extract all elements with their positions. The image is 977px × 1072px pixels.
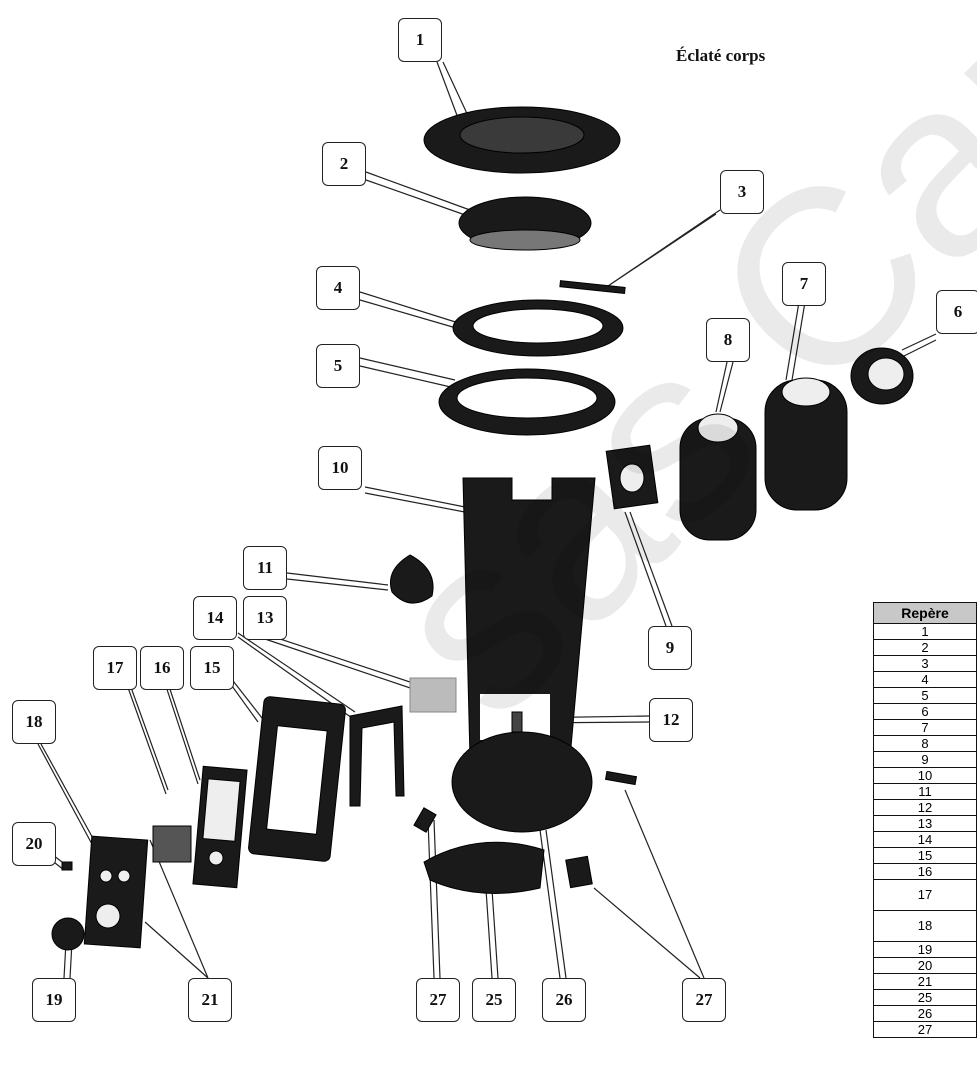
callout-8: 8 bbox=[706, 318, 750, 362]
table-row: 6 bbox=[873, 703, 977, 720]
table-row: 11 bbox=[873, 783, 977, 800]
callout-11: 11 bbox=[243, 546, 287, 590]
table-row: 18 bbox=[873, 910, 977, 942]
callout-25: 25 bbox=[472, 978, 516, 1022]
callout-4: 4 bbox=[316, 266, 360, 310]
table-row: 1 bbox=[873, 623, 977, 640]
callout-18: 18 bbox=[12, 700, 56, 744]
callout-13: 13 bbox=[243, 596, 287, 640]
callout-7: 7 bbox=[782, 262, 826, 306]
callout-21: 21 bbox=[188, 978, 232, 1022]
table-row: 15 bbox=[873, 847, 977, 864]
table-row: 9 bbox=[873, 751, 977, 768]
table-row: 2 bbox=[873, 639, 977, 656]
table-row: 5 bbox=[873, 687, 977, 704]
table-row: 20 bbox=[873, 957, 977, 974]
callout-1: 1 bbox=[398, 18, 442, 62]
callout-5: 5 bbox=[316, 344, 360, 388]
table-row: 19 bbox=[873, 941, 977, 958]
callout-15: 15 bbox=[190, 646, 234, 690]
callout-9: 9 bbox=[648, 626, 692, 670]
callout-2: 2 bbox=[322, 142, 366, 186]
table-row: 26 bbox=[873, 1005, 977, 1022]
parts bbox=[51, 106, 914, 951]
callout-10: 10 bbox=[318, 446, 362, 490]
table-row: 14 bbox=[873, 831, 977, 848]
table-row: 25 bbox=[873, 989, 977, 1006]
callout-17: 17 bbox=[93, 646, 137, 690]
table-row: 13 bbox=[873, 815, 977, 832]
reference-table: Repère 1 2 3 4 5 6 7 8 9 10 11 12 13 14 … bbox=[873, 602, 977, 1038]
table-row: 4 bbox=[873, 671, 977, 688]
table-row: 8 bbox=[873, 735, 977, 752]
table-row: 16 bbox=[873, 863, 977, 880]
callout-27-left: 27 bbox=[416, 978, 460, 1022]
callout-19: 19 bbox=[32, 978, 76, 1022]
callout-26: 26 bbox=[542, 978, 586, 1022]
table-row: 3 bbox=[873, 655, 977, 672]
callout-27-right: 27 bbox=[682, 978, 726, 1022]
table-row: 17 bbox=[873, 879, 977, 911]
callout-12: 12 bbox=[649, 698, 693, 742]
table-row: 21 bbox=[873, 973, 977, 990]
table-row: 27 bbox=[873, 1021, 977, 1038]
callout-20: 20 bbox=[12, 822, 56, 866]
callout-16: 16 bbox=[140, 646, 184, 690]
callout-6: 6 bbox=[936, 290, 977, 334]
callout-14: 14 bbox=[193, 596, 237, 640]
table-row: 10 bbox=[873, 767, 977, 784]
table-row: 12 bbox=[873, 799, 977, 816]
table-row: 7 bbox=[873, 719, 977, 736]
diagram-title: Éclaté corps bbox=[676, 46, 766, 65]
callout-3: 3 bbox=[720, 170, 764, 214]
table-header: Repère bbox=[873, 602, 977, 624]
